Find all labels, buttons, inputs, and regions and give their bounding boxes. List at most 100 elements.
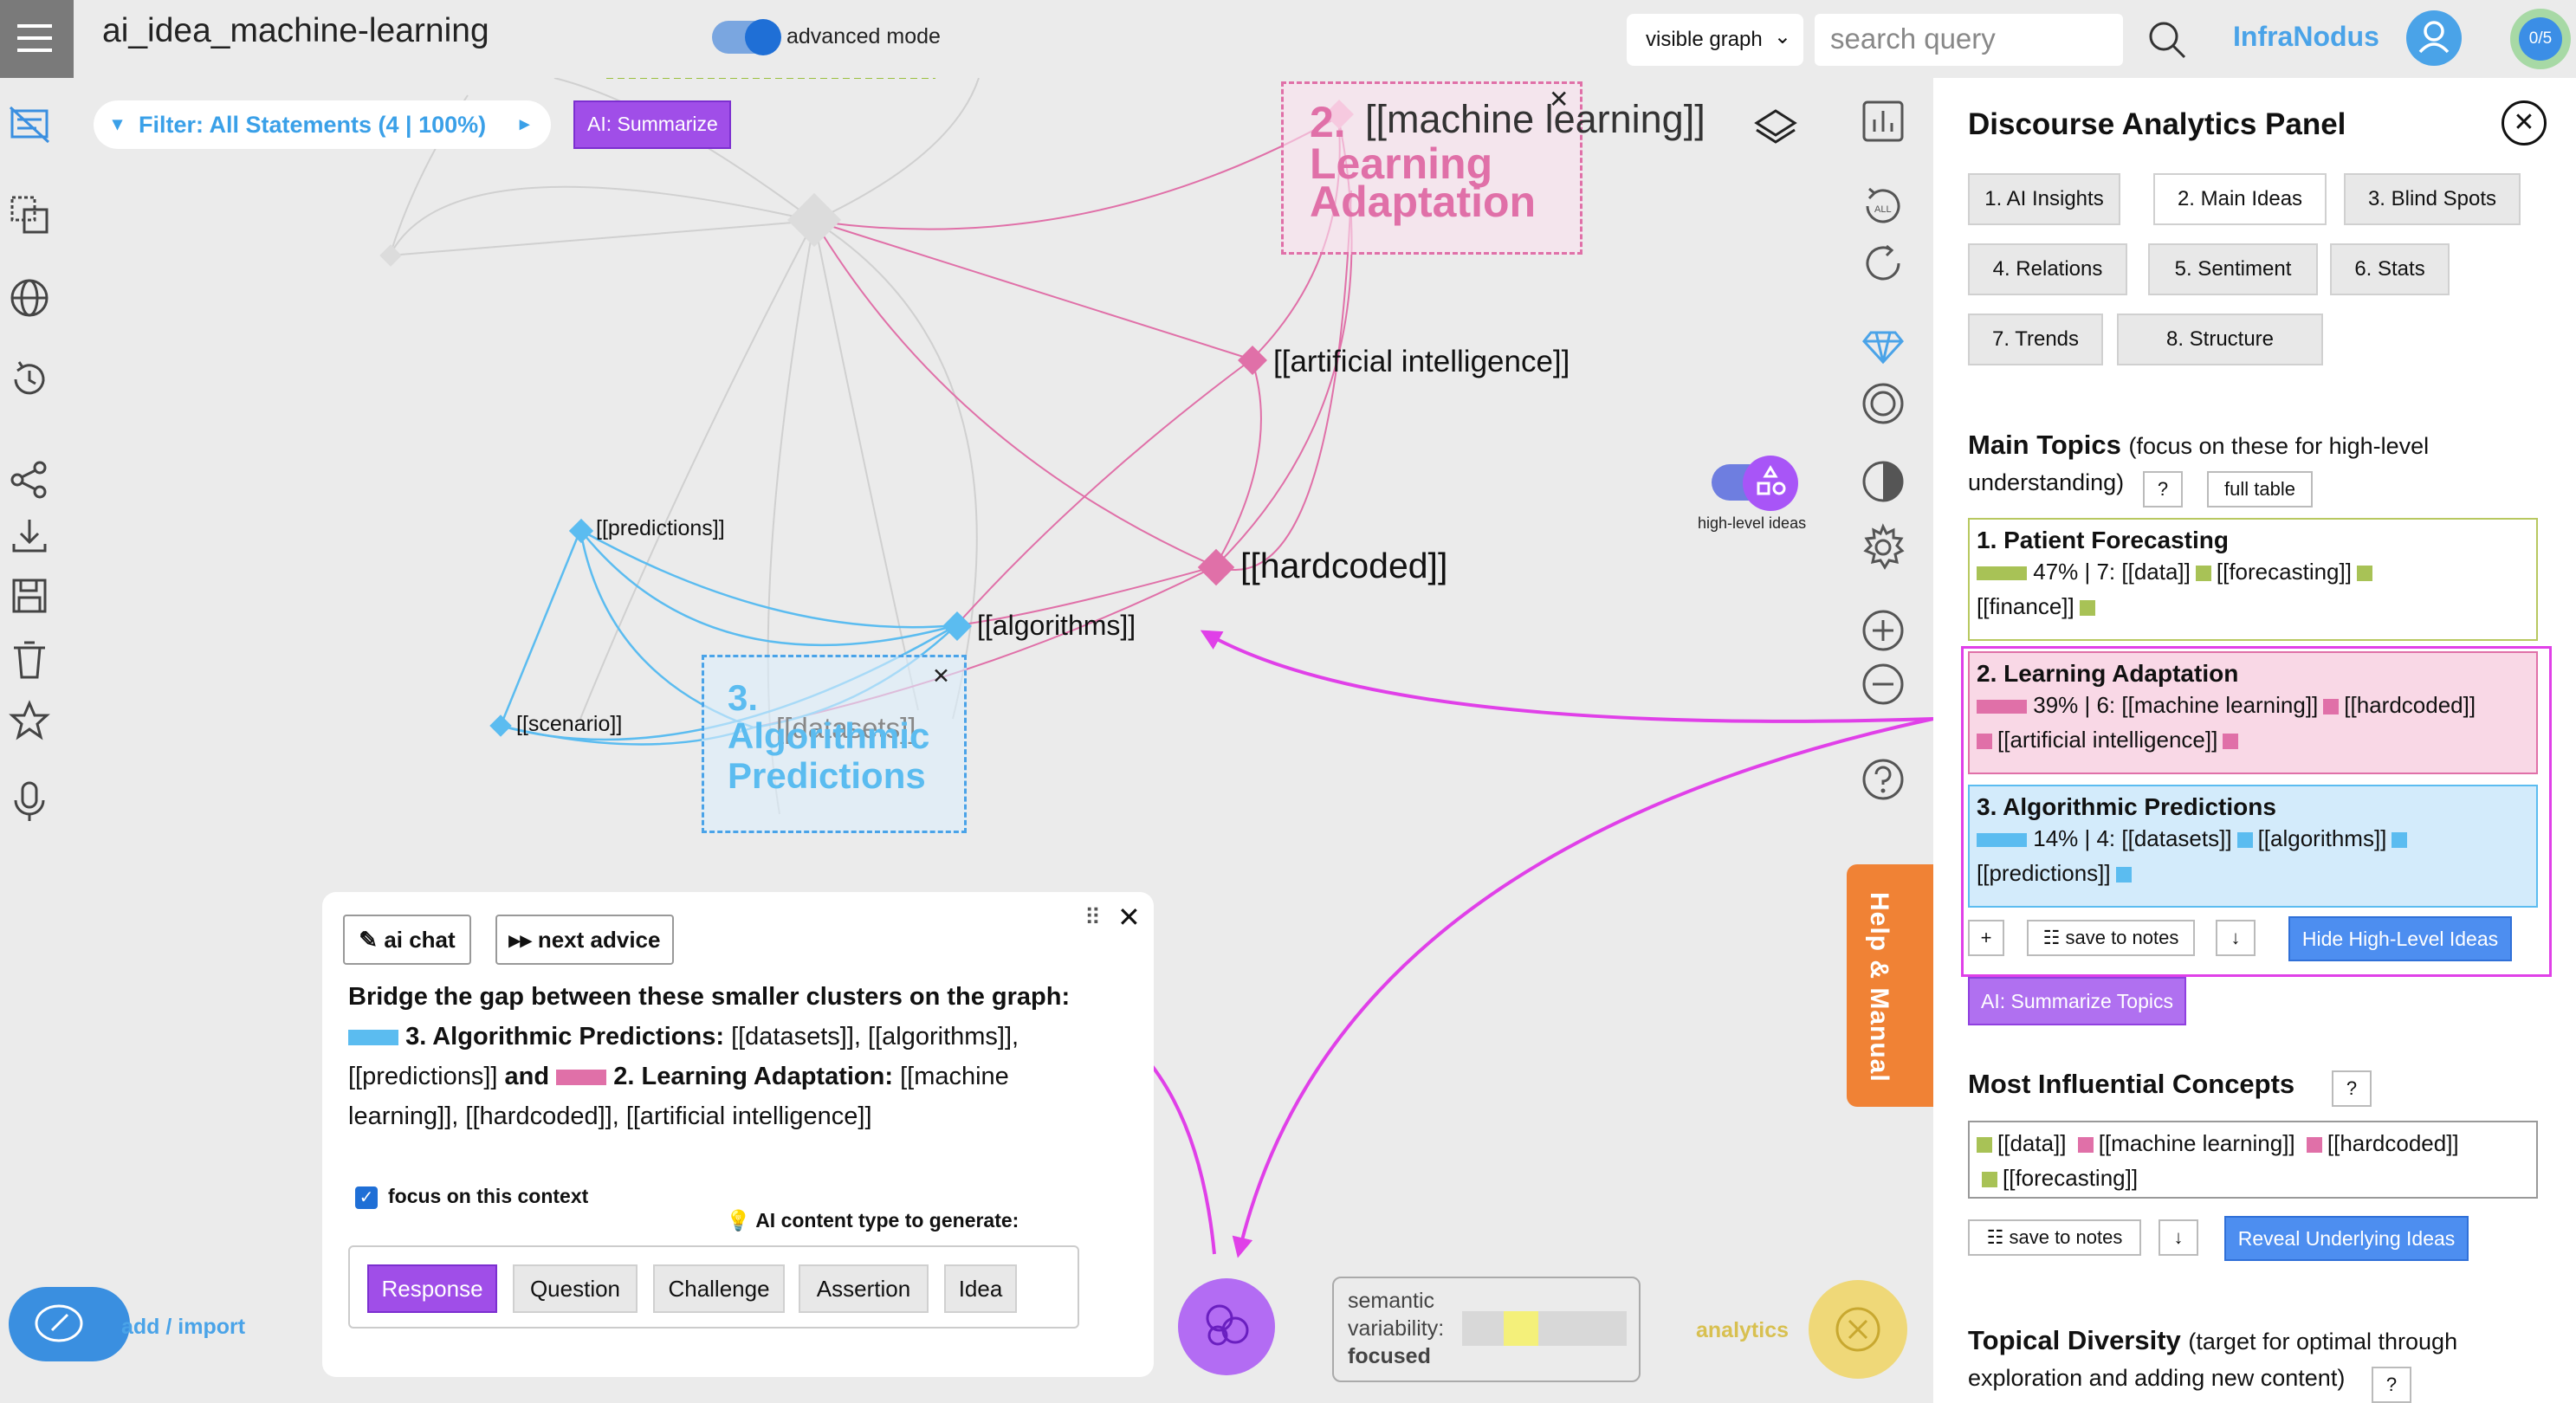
credits-counter[interactable]: 0/5 — [2519, 17, 2562, 61]
brand-logo[interactable]: InfraNodus — [2233, 21, 2379, 52]
fast-forward-icon: ▸▸ — [508, 927, 538, 953]
ai-summarize-button[interactable]: AI: Summarize — [573, 100, 731, 149]
concept-swatch — [1977, 1137, 1992, 1154]
microphone-icon[interactable] — [7, 779, 52, 824]
history-icon[interactable] — [7, 357, 52, 402]
download-icon[interactable] — [7, 513, 52, 558]
type-question-button[interactable]: Question — [513, 1264, 638, 1313]
graph-label-hardcoded[interactable]: [[hardcoded]] — [1240, 546, 1448, 585]
cluster2-close-icon[interactable]: ✕ — [1549, 86, 1570, 113]
graph-label-datasets[interactable]: [[datasets]] — [776, 712, 916, 744]
graph-label-algorithms[interactable]: [[algorithms]] — [977, 610, 1136, 641]
menu-button[interactable] — [0, 0, 74, 78]
tab-structure[interactable]: 8. Structure — [2117, 314, 2323, 365]
graph-label-scenario[interactable]: [[scenario]] — [516, 712, 623, 736]
statement-filter[interactable]: ▾ Filter: All Statements (4 | 100%) ▸ — [94, 100, 551, 149]
tab-ai-insights[interactable]: 1. AI Insights — [1968, 173, 2120, 225]
advice-cluster2-nodes: [[machine learning]], [[hardcoded]], [[a… — [348, 1063, 1009, 1130]
analytics-toggle-button[interactable] — [1809, 1280, 1907, 1379]
ai-assistant-button[interactable] — [1178, 1278, 1275, 1375]
tab-blind-spots[interactable]: 3. Blind Spots — [2344, 173, 2521, 225]
full-table-button[interactable]: full table — [2207, 471, 2313, 508]
shapes-icon — [1757, 465, 1786, 495]
brain-icon — [1206, 1304, 1249, 1346]
advice-intro: Bridge the gap between these smaller clu… — [348, 983, 1071, 1011]
tab-relations[interactable]: 4. Relations — [1968, 243, 2127, 295]
type-response-button[interactable]: Response — [367, 1264, 497, 1313]
next-advice-button[interactable]: ▸▸ next advice — [495, 915, 674, 965]
user-avatar[interactable] — [2406, 10, 2462, 66]
type-idea-button[interactable]: Idea — [944, 1264, 1017, 1313]
tab-main-ideas[interactable]: 2. Main Ideas — [2153, 173, 2327, 225]
contrast-icon[interactable] — [1859, 457, 1907, 506]
app-title[interactable]: ai_idea_machine-learning — [102, 12, 489, 49]
semantic-variability-indicator[interactable] — [1504, 1311, 1538, 1346]
search-icon[interactable] — [2145, 17, 2190, 62]
zoom-out-icon[interactable] — [1859, 660, 1907, 708]
hide-text-icon[interactable] — [7, 102, 52, 147]
star-icon[interactable] — [7, 698, 52, 743]
layers-icon[interactable] — [1750, 102, 1802, 154]
type-assertion-button[interactable]: Assertion — [799, 1264, 929, 1313]
concept-item[interactable]: [[machine learning]] — [2098, 1130, 2295, 1156]
add-topic-button[interactable]: + — [1968, 920, 2004, 956]
close-popup-icon[interactable]: ✕ — [1117, 902, 1141, 933]
download-topics-button[interactable]: ↓ — [2216, 920, 2256, 956]
search-input[interactable]: search query — [1815, 14, 2123, 66]
graph-label-predictions[interactable]: [[predictions]] — [596, 516, 725, 540]
influential-help-button[interactable]: ? — [2332, 1070, 2372, 1107]
tab-trends[interactable]: 7. Trends — [1968, 314, 2103, 365]
tab-stats[interactable]: 6. Stats — [2330, 243, 2450, 295]
save-icon[interactable] — [7, 573, 52, 618]
high-level-ideas-knob[interactable] — [1743, 456, 1798, 511]
cluster-overlay-algorithmic-predictions[interactable] — [702, 655, 967, 833]
settings-gear-icon[interactable] — [1859, 523, 1907, 572]
ai-chat-button[interactable]: ✎ ai chat — [343, 915, 471, 965]
help-manual-tab[interactable] — [1847, 864, 1933, 1107]
type-challenge-button[interactable]: Challenge — [653, 1264, 785, 1313]
diamond-icon[interactable] — [1859, 320, 1907, 369]
share-icon[interactable] — [7, 457, 52, 502]
close-circle-icon — [1835, 1307, 1880, 1352]
concept-swatch — [2306, 1137, 2322, 1154]
drag-handle-icon[interactable]: ⠿ — [1084, 904, 1102, 930]
refresh-icon[interactable] — [1859, 239, 1907, 288]
chart-icon[interactable] — [1859, 97, 1907, 145]
ai-summarize-topics-button[interactable]: AI: Summarize Topics — [1968, 977, 2186, 1025]
concept-item[interactable]: [[forecasting]] — [2003, 1165, 2139, 1191]
reset-all-icon[interactable]: ALL — [1859, 182, 1907, 230]
advice-cluster3: 3. Algorithmic Predictions: — [405, 1023, 724, 1051]
save-to-notes-button[interactable]: ☷ save to notes — [2027, 920, 2195, 956]
view-select[interactable]: visible graph ⌄ — [1627, 14, 1803, 66]
add-import-button[interactable] — [9, 1287, 130, 1361]
trash-icon[interactable] — [7, 637, 52, 682]
graph-label-machine-learning[interactable]: [[machine learning]] — [1365, 97, 1705, 141]
graph-label-artificial-intelligence[interactable]: [[artificial intelligence]] — [1273, 345, 1570, 378]
focus-context-checkbox[interactable]: ✓ — [355, 1186, 378, 1209]
diversity-help-button[interactable]: ? — [2372, 1367, 2411, 1403]
advice-and: and — [504, 1063, 550, 1090]
cluster-overlay-learning-adaptation[interactable] — [1281, 81, 1582, 255]
main-topics-help-button[interactable]: ? — [2143, 471, 2183, 508]
semantic-variability-slider[interactable] — [1462, 1311, 1627, 1346]
help-icon[interactable] — [1859, 755, 1907, 804]
add-import-label[interactable]: add / import — [121, 1315, 246, 1339]
globe-icon[interactable] — [7, 275, 52, 320]
panel-close-button[interactable]: ✕ — [2502, 100, 2547, 145]
target-icon[interactable] — [1859, 379, 1907, 428]
analytics-label[interactable]: analytics — [1696, 1318, 1790, 1342]
concept-item[interactable]: [[hardcoded]] — [2327, 1130, 2459, 1156]
topic-card-2[interactable] — [1968, 651, 2538, 774]
topic-card-3[interactable] — [1968, 785, 2538, 908]
reveal-underlying-ideas-button[interactable]: Reveal Underlying Ideas — [2224, 1216, 2469, 1261]
select-area-icon[interactable] — [7, 192, 52, 237]
zoom-in-icon[interactable] — [1859, 606, 1907, 655]
hide-high-level-ideas-button[interactable]: Hide High-Level Ideas — [2288, 916, 2512, 961]
advanced-mode-toggle-knob[interactable] — [745, 19, 781, 55]
tab-sentiment[interactable]: 5. Sentiment — [2148, 243, 2318, 295]
topic-card-1[interactable] — [1968, 518, 2538, 641]
influential-download-button[interactable]: ↓ — [2159, 1219, 2198, 1256]
cluster3-close-icon[interactable]: ✕ — [932, 664, 950, 689]
influential-save-to-notes-button[interactable]: ☷ save to notes — [1968, 1219, 2141, 1256]
concept-item[interactable]: [[data]] — [1997, 1130, 2067, 1156]
